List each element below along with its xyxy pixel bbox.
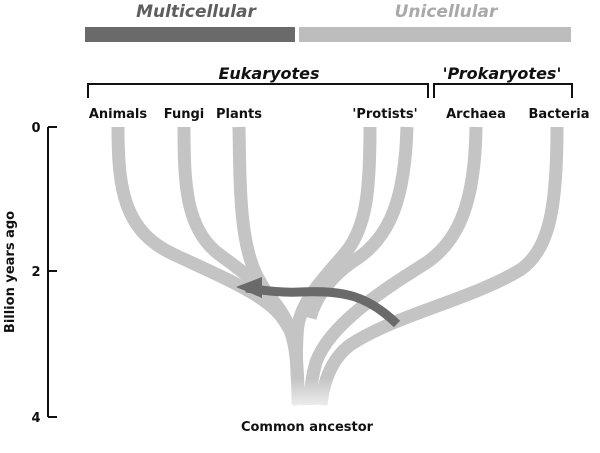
tree-branches <box>111 126 564 418</box>
leaf-label-archaea: Archaea <box>446 107 506 122</box>
tick-label-4: 4 <box>31 411 40 426</box>
axis-label: Billion years ago <box>3 211 18 333</box>
tick-label-2: 2 <box>31 265 40 280</box>
unicellular-bar <box>299 27 571 42</box>
leaf-label-plants: Plants <box>216 107 262 122</box>
branch-protists-left <box>290 126 377 406</box>
leaf-label-protists: 'Protists' <box>352 107 417 122</box>
branch-plants <box>232 126 296 334</box>
unicellular-label: Unicellular <box>395 2 499 22</box>
root-fade <box>270 378 340 418</box>
leaf-label-fungi: Fungi <box>164 107 205 122</box>
leaf-label-animals: Animals <box>89 107 148 122</box>
prokaryotes-bracket <box>433 83 573 98</box>
prokaryotes-label: 'Prokaryotes' <box>443 64 562 83</box>
multicellular-bar <box>85 27 295 42</box>
eukaryotes-bracket <box>87 83 429 98</box>
leaf-label-bacteria: Bacteria <box>528 107 589 122</box>
root-label: Common ancestor <box>241 420 374 435</box>
tick-label-0: 0 <box>31 121 40 136</box>
endosymbiosis-arrowhead <box>236 277 262 298</box>
branch-bacteria <box>314 126 564 406</box>
branch-archaea <box>303 126 483 406</box>
eukaryotes-label: Eukaryotes <box>218 64 319 83</box>
branch-animals <box>111 126 305 406</box>
endosymbiosis-arrow <box>245 283 401 328</box>
multicellular-label: Multicellular <box>136 2 257 22</box>
